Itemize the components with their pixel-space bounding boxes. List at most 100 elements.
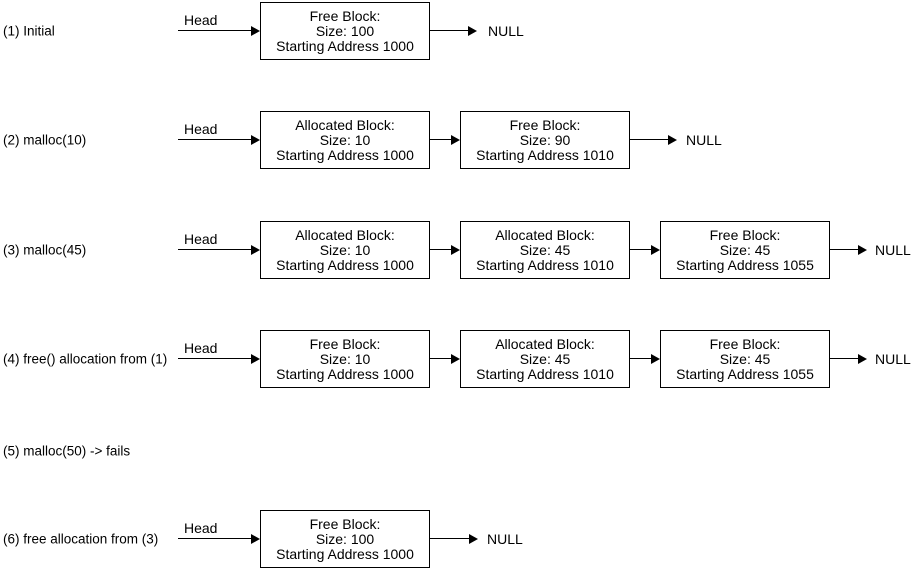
null-label: NULL [875, 351, 911, 367]
block-address: Starting Address 1010 [476, 365, 614, 382]
block-title: Free Block: [309, 7, 381, 24]
arrow-line [178, 358, 252, 359]
diagram-row-2: (2) malloc(10) Head Allocated Block: Siz… [0, 111, 921, 169]
arrowhead-icon [858, 354, 867, 364]
block-address: Starting Address 1010 [476, 146, 614, 163]
block-title: Allocated Block: [295, 226, 395, 243]
arrowhead-icon [251, 245, 260, 255]
arrowhead-icon [251, 26, 260, 36]
memory-block: Free Block: Size: 90 Starting Address 10… [460, 111, 630, 169]
next-pointer-arrow [430, 510, 478, 568]
diagram-row-5: (5) malloc(50) -> fails [0, 422, 921, 480]
block-address: Starting Address 1055 [676, 256, 814, 273]
arrowhead-icon [451, 354, 460, 364]
row-label: (6) free allocation from (3) [3, 531, 159, 547]
arrow-line [178, 139, 252, 140]
head-pointer-arrow: Head [178, 510, 260, 568]
next-pointer-arrow [430, 221, 460, 279]
block-size: Size: 45 [519, 350, 571, 367]
memory-block: Allocated Block: Size: 10 Starting Addre… [260, 111, 430, 169]
head-label: Head [184, 121, 218, 137]
arrowhead-icon [251, 534, 260, 544]
row-label: (4) free() allocation from (1) [3, 351, 168, 367]
next-pointer-arrow [630, 221, 660, 279]
head-pointer-arrow: Head [178, 2, 260, 60]
memory-block: Allocated Block: Size: 45 Starting Addre… [460, 221, 630, 279]
arrow-line [430, 30, 469, 31]
block-size: Size: 100 [315, 530, 375, 547]
arrow-line [630, 139, 669, 140]
next-pointer-arrow [430, 2, 477, 60]
block-address: Starting Address 1000 [276, 545, 414, 562]
null-label: NULL [686, 132, 722, 148]
arrow-line [630, 358, 652, 359]
arrow-line [178, 538, 252, 539]
arrowhead-icon [469, 534, 478, 544]
block-size: Size: 10 [319, 131, 371, 148]
row-label: (2) malloc(10) [3, 132, 87, 148]
block-title: Free Block: [309, 335, 381, 352]
block-size: Size: 90 [519, 131, 571, 148]
block-title: Free Block: [309, 515, 381, 532]
arrowhead-icon [251, 354, 260, 364]
arrowhead-icon [651, 245, 660, 255]
arrowhead-icon [668, 135, 677, 145]
head-label: Head [184, 520, 218, 536]
diagram-row-6: (6) free allocation from (3) Head Free B… [0, 510, 921, 568]
block-address: Starting Address 1000 [276, 365, 414, 382]
block-size: Size: 10 [319, 350, 371, 367]
arrowhead-icon [651, 354, 660, 364]
diagram-row-3: (3) malloc(45) Head Allocated Block: Siz… [0, 221, 921, 279]
diagram-row-4: (4) free() allocation from (1) Head Free… [0, 330, 921, 388]
block-title: Allocated Block: [495, 335, 595, 352]
block-size: Size: 10 [319, 241, 371, 258]
head-pointer-arrow: Head [178, 111, 260, 169]
head-label: Head [184, 231, 218, 247]
diagram-row-1: (1) Initial Head Free Block: Size: 100 S… [0, 2, 921, 60]
block-address: Starting Address 1000 [276, 256, 414, 273]
next-pointer-arrow [830, 221, 867, 279]
block-size: Size: 45 [719, 350, 771, 367]
arrowhead-icon [858, 245, 867, 255]
head-pointer-arrow: Head [178, 221, 260, 279]
block-size: Size: 100 [315, 22, 375, 39]
arrow-line [830, 249, 859, 250]
block-size: Size: 45 [519, 241, 571, 258]
next-pointer-arrow [630, 330, 660, 388]
head-label: Head [184, 12, 218, 28]
arrow-line [430, 358, 452, 359]
head-pointer-arrow: Head [178, 330, 260, 388]
next-pointer-arrow [430, 111, 460, 169]
next-pointer-arrow [630, 111, 677, 169]
arrow-line [430, 249, 452, 250]
arrowhead-icon [451, 245, 460, 255]
memory-block: Free Block: Size: 10 Starting Address 10… [260, 330, 430, 388]
memory-block: Free Block: Size: 100 Starting Address 1… [260, 2, 430, 60]
next-pointer-arrow [430, 330, 460, 388]
arrow-line [830, 358, 859, 359]
block-title: Allocated Block: [295, 116, 395, 133]
row-label: (3) malloc(45) [3, 242, 87, 258]
memory-block: Allocated Block: Size: 45 Starting Addre… [460, 330, 630, 388]
arrow-line [430, 139, 452, 140]
row-label: (5) malloc(50) -> fails [3, 443, 131, 459]
head-label: Head [184, 340, 218, 356]
null-label: NULL [875, 242, 911, 258]
arrowhead-icon [468, 26, 477, 36]
block-address: Starting Address 1000 [276, 146, 414, 163]
row-label: (1) Initial [3, 23, 55, 39]
block-address: Starting Address 1000 [276, 37, 414, 54]
next-pointer-arrow [830, 330, 867, 388]
block-title: Free Block: [709, 335, 781, 352]
block-address: Starting Address 1055 [676, 365, 814, 382]
arrow-line [178, 249, 252, 250]
block-title: Allocated Block: [495, 226, 595, 243]
block-address: Starting Address 1010 [476, 256, 614, 273]
memory-block: Free Block: Size: 45 Starting Address 10… [660, 330, 830, 388]
memory-block: Allocated Block: Size: 10 Starting Addre… [260, 221, 430, 279]
null-label: NULL [488, 23, 524, 39]
block-title: Free Block: [509, 116, 581, 133]
arrowhead-icon [451, 135, 460, 145]
arrowhead-icon [251, 135, 260, 145]
